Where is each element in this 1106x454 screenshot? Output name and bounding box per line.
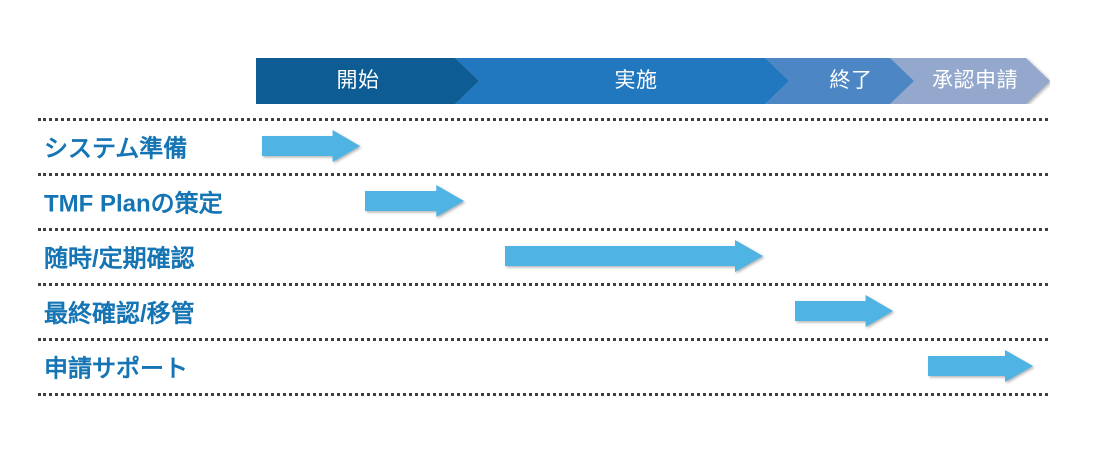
task-arrow-1	[262, 129, 360, 162]
task-arrow-5	[928, 349, 1033, 382]
row-separator	[38, 228, 1048, 231]
phase-banner-shapes	[256, 58, 1050, 104]
phase-segment-2-shape	[455, 58, 789, 104]
task-arrow-4	[795, 294, 893, 327]
phase-banner: 開始 実施 終了 承認申請	[256, 58, 1050, 104]
task-arrow-4-shape	[795, 294, 893, 327]
task-label-3: 随時/定期確認	[44, 245, 195, 272]
task-label-1: システム準備	[44, 135, 188, 162]
task-label-5: 申請サポート	[44, 355, 188, 382]
phase-segment-1-label: 開始	[336, 69, 380, 92]
task-arrow-1-shape	[262, 129, 360, 162]
phase-segment-4-label: 承認申請	[932, 69, 1018, 92]
row-separator	[38, 173, 1048, 176]
task-arrow-3-shape	[505, 239, 763, 272]
task-label-4: 最終確認/移管	[44, 300, 195, 327]
table-row: TMF Planの策定	[38, 173, 1048, 228]
table-row: 最終確認/移管	[38, 283, 1048, 338]
table-row: システム準備	[38, 118, 1048, 173]
task-arrow-5-shape	[928, 349, 1033, 382]
phase-segment-4-shape	[890, 58, 1050, 104]
task-arrow-3	[505, 239, 763, 272]
table-row: 随時/定期確認	[38, 228, 1048, 283]
phase-segment-1-shape	[256, 58, 479, 104]
task-arrow-2-shape	[365, 184, 464, 217]
task-label-2: TMF Planの策定	[44, 190, 223, 217]
row-separator-bottom	[38, 393, 1048, 396]
phase-segment-2-label: 実施	[614, 69, 658, 92]
task-arrow-2	[365, 184, 464, 217]
row-separator	[38, 283, 1048, 286]
phase-segment-3-label: 終了	[829, 69, 873, 92]
table-row: 申請サポート	[38, 338, 1048, 393]
row-separator-top	[38, 118, 1048, 121]
phase-segment-3-shape	[765, 58, 914, 104]
row-separator	[38, 338, 1048, 341]
